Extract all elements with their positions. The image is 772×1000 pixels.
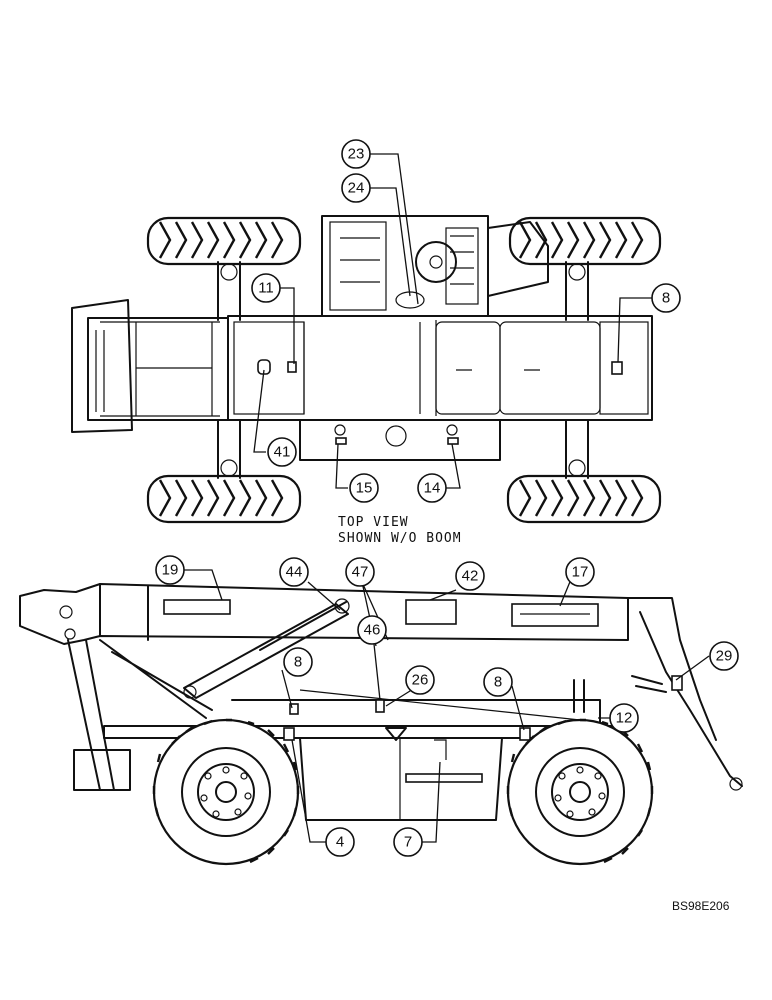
top-left-front-tire xyxy=(146,474,302,524)
callout-42: 42 xyxy=(455,561,485,591)
svg-text:29: 29 xyxy=(716,648,733,665)
callout-15: 15 xyxy=(349,473,379,503)
svg-text:4: 4 xyxy=(336,834,344,851)
svg-text:8: 8 xyxy=(294,654,302,671)
callout-19: 19 xyxy=(155,555,185,585)
callout-44: 44 xyxy=(279,557,309,587)
callout-41: 41 xyxy=(267,437,297,467)
svg-text:8: 8 xyxy=(662,290,670,307)
svg-text:19: 19 xyxy=(162,562,179,579)
svg-text:41: 41 xyxy=(274,444,291,461)
decal-8-marker-right xyxy=(519,727,531,741)
decal-4-marker xyxy=(283,727,295,741)
callout-24: 24 xyxy=(341,173,371,203)
svg-text:42: 42 xyxy=(462,568,479,585)
callout-26: 26 xyxy=(405,665,435,695)
svg-text:8: 8 xyxy=(494,674,502,691)
decal-15-marker xyxy=(335,437,347,445)
front-carriage xyxy=(71,299,229,433)
svg-text:23: 23 xyxy=(348,146,365,163)
decal-14-marker xyxy=(447,437,459,445)
callout-8-top: 8 xyxy=(651,283,681,313)
svg-text:24: 24 xyxy=(348,180,365,197)
leader-lines xyxy=(184,153,710,843)
chassis-side xyxy=(103,689,613,821)
callout-14: 14 xyxy=(417,473,447,503)
svg-text:12: 12 xyxy=(616,710,633,727)
svg-text:46: 46 xyxy=(364,622,381,639)
svg-text:44: 44 xyxy=(286,564,303,581)
decal-19-panel xyxy=(163,599,231,615)
top-view: TOP VIEW SHOWN W/O BOOM xyxy=(71,215,662,546)
callout-23: 23 xyxy=(341,139,371,169)
svg-text:7: 7 xyxy=(404,834,412,851)
svg-text:11: 11 xyxy=(258,280,274,297)
decal-8-marker-top xyxy=(611,361,623,375)
callout-46: 46 xyxy=(357,615,387,645)
callout-8-left: 8 xyxy=(283,647,313,677)
svg-text:14: 14 xyxy=(424,480,441,497)
callout-47: 47 xyxy=(345,557,375,587)
decal-11-marker xyxy=(287,361,297,373)
rear-stabilizer xyxy=(573,597,743,791)
callout-12: 12 xyxy=(609,703,639,733)
svg-text:26: 26 xyxy=(412,672,429,689)
svg-text:15: 15 xyxy=(356,480,373,497)
callout-4: 4 xyxy=(325,827,355,857)
callout-17: 17 xyxy=(565,557,595,587)
decal-17-panel xyxy=(511,603,599,627)
decal-8-marker-left xyxy=(289,703,299,715)
top-left-rear-tire xyxy=(146,216,302,266)
callout-29: 29 xyxy=(709,641,739,671)
view-caption-line1: TOP VIEW xyxy=(338,515,409,530)
rear-wheel xyxy=(506,718,654,866)
decal-29-marker xyxy=(671,675,683,691)
decal-42-panel xyxy=(405,599,457,625)
side-view xyxy=(19,583,743,866)
callout-8-right: 8 xyxy=(483,667,513,697)
callout-7: 7 xyxy=(393,827,423,857)
decal-46-marker xyxy=(375,699,385,713)
top-right-front-tire xyxy=(506,474,662,524)
view-caption-line2: SHOWN W/O BOOM xyxy=(338,531,462,546)
callout-11: 11 xyxy=(251,273,281,303)
svg-text:17: 17 xyxy=(572,564,589,581)
operator-cab xyxy=(321,215,549,317)
decal-7-strip xyxy=(405,773,483,783)
svg-text:47: 47 xyxy=(352,564,369,581)
lift-cylinder xyxy=(183,598,350,699)
front-wheel xyxy=(152,718,300,866)
telescopic-boom xyxy=(19,583,629,645)
steering-wheel xyxy=(415,241,457,283)
drawing-code: BS98E206 xyxy=(672,899,730,913)
